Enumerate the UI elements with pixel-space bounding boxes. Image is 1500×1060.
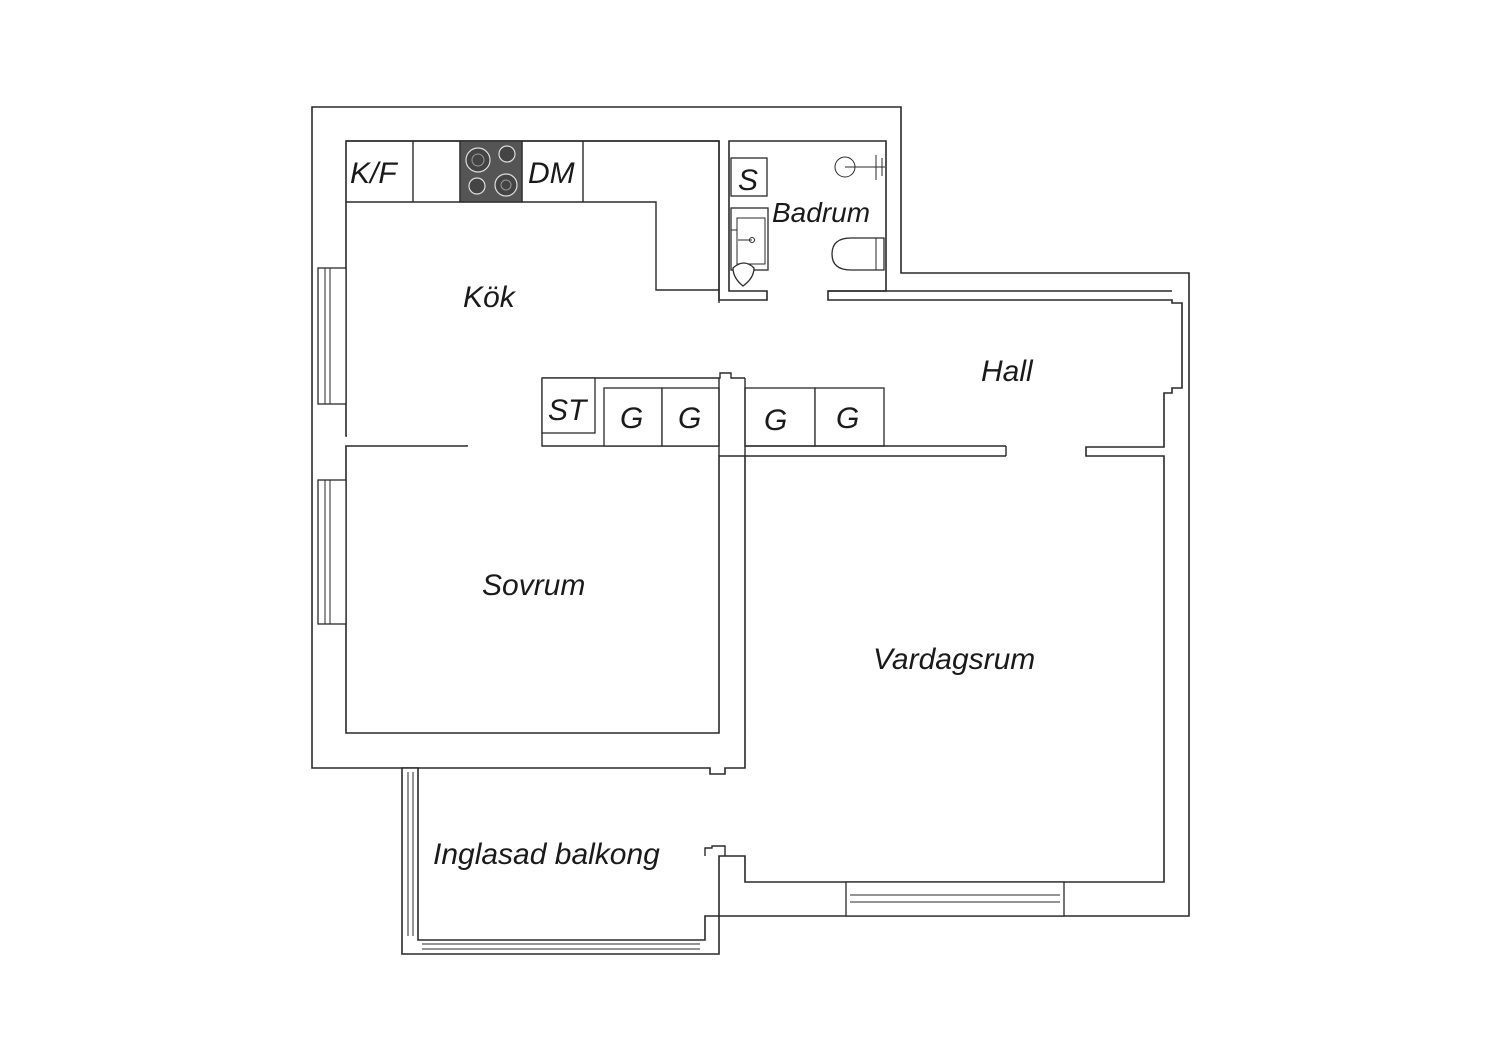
hall-walls xyxy=(828,290,1183,388)
bathroom-label: Badrum xyxy=(772,197,870,228)
closets xyxy=(541,372,1007,457)
room-floors xyxy=(347,202,718,445)
wardrobe-label-2: G xyxy=(678,402,701,435)
closet-label: ST xyxy=(548,394,589,427)
window-kitchen xyxy=(317,267,347,405)
shower-label: S xyxy=(738,164,758,197)
bathroom-fixtures xyxy=(730,155,885,287)
shower-head-icon xyxy=(834,155,885,180)
wardrobe-label-3: G xyxy=(764,404,787,437)
wardrobe-label-1: G xyxy=(620,402,643,435)
stove-icon xyxy=(459,140,523,203)
window-bedroom xyxy=(317,479,347,625)
balcony-label: Inglasad balkong xyxy=(433,838,660,871)
window-living-room xyxy=(845,881,1065,917)
hall-label: Hall xyxy=(981,355,1034,388)
balcony-walls xyxy=(401,767,726,955)
kitchen-label: Kök xyxy=(463,281,517,314)
dishwasher-label: DM xyxy=(528,157,575,190)
bedroom-label: Sovrum xyxy=(482,569,585,602)
fridge-freezer-label: K/F xyxy=(350,157,398,190)
wardrobe-label-4: G xyxy=(836,402,859,435)
living-room-label: Vardagsrum xyxy=(873,643,1035,676)
